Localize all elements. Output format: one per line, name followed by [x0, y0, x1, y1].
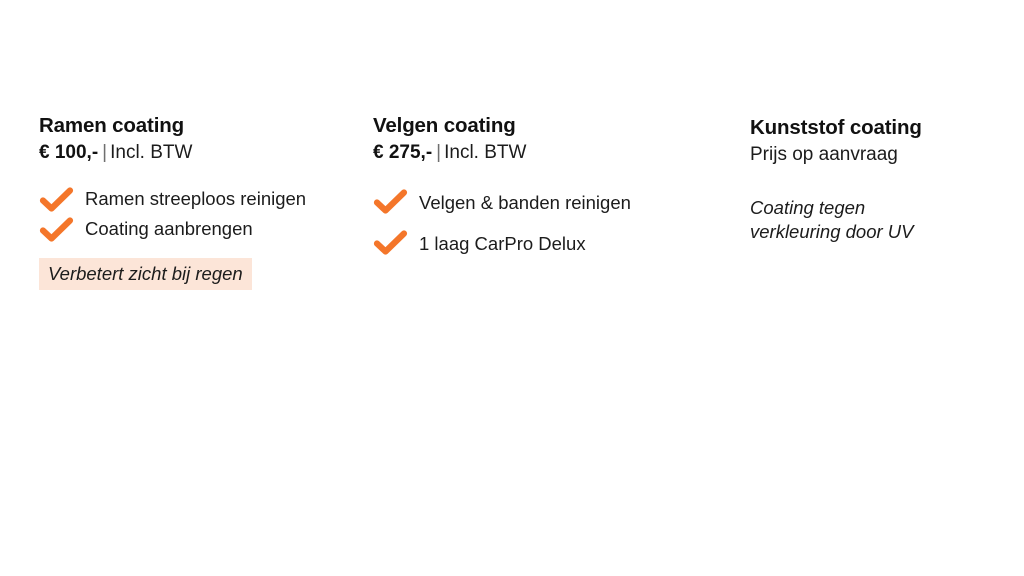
price-vat-note: Incl. BTW: [110, 142, 193, 163]
feature-list-velgen: Velgen & banden reinigen 1 laag CarPro D…: [373, 189, 713, 256]
price-separator: |: [436, 142, 442, 163]
package-price-ramen: € 100,-|Incl. BTW: [39, 139, 339, 166]
price-amount: € 275,-: [373, 142, 433, 163]
package-price-velgen: € 275,-|Incl. BTW: [373, 139, 713, 166]
feature-label: 1 laag CarPro Delux: [419, 233, 586, 254]
list-item: Velgen & banden reinigen: [373, 189, 713, 215]
price-vat-note: Incl. BTW: [444, 142, 527, 163]
feature-label: Ramen streeploos reinigen: [85, 188, 307, 209]
check-icon: [39, 217, 75, 243]
check-icon: [373, 230, 409, 256]
feature-label: Velgen & banden reinigen: [419, 192, 631, 213]
package-column-kunststof: Kunststof coating Prijs op aanvraag Coat…: [750, 114, 1010, 244]
package-note-kunststof: Coating tegen verkleuring door UV: [750, 196, 1010, 244]
check-icon: [39, 187, 75, 213]
price-separator: |: [102, 142, 108, 163]
note-line-1: Coating tegen: [750, 197, 866, 218]
package-price-kunststof: Prijs op aanvraag: [750, 144, 898, 165]
package-column-ramen: Ramen coating € 100,-|Incl. BTW Ramen st…: [39, 112, 339, 290]
list-item: Ramen streeploos reinigen: [39, 187, 339, 213]
package-title-kunststof: Kunststof coating: [750, 116, 922, 139]
list-item: 1 laag CarPro Delux: [373, 230, 713, 256]
price-amount: € 100,-: [39, 142, 99, 163]
note-line-2: verkleuring door UV: [750, 221, 914, 242]
feature-list-ramen: Ramen streeploos reinigen Coating aanbre…: [39, 187, 339, 243]
list-item: Coating aanbrengen: [39, 217, 339, 243]
package-title-ramen: Ramen coating: [39, 114, 184, 137]
feature-label: Coating aanbrengen: [85, 218, 253, 239]
highlight-badge-ramen: Verbetert zicht bij regen: [39, 258, 252, 290]
check-icon: [373, 189, 409, 215]
package-title-velgen: Velgen coating: [373, 114, 516, 137]
package-column-velgen: Velgen coating € 275,-|Incl. BTW Velgen …: [373, 112, 713, 256]
